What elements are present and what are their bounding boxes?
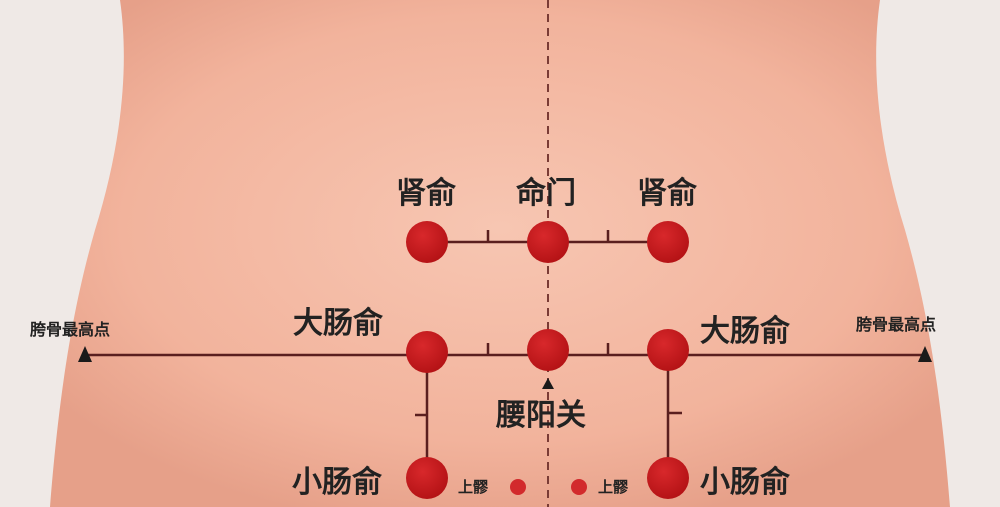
iliac-arrow-left <box>78 346 92 362</box>
label-shangliao-right: 上髎 <box>598 478 629 496</box>
label-shenshu-right: 肾俞 <box>637 176 698 211</box>
point-xiaochangshu-right <box>647 457 689 499</box>
point-xiaochangshu-left <box>406 457 448 499</box>
label-xiaochangshu-right: 小肠俞 <box>700 465 791 500</box>
label-xiaochangshu-left: 小肠俞 <box>292 465 383 500</box>
yaoyangguan-pointer <box>542 378 554 389</box>
point-shenshu-right <box>647 221 689 263</box>
point-mingmen <box>527 221 569 263</box>
label-iliac-crest-left: 胯骨最高点 <box>30 320 110 339</box>
point-shangliao-left <box>510 479 526 495</box>
label-dachangshu-right: 大肠俞 <box>700 314 791 349</box>
point-yaoyangguan <box>527 329 569 371</box>
label-dachangshu-left: 大肠俞 <box>293 306 384 341</box>
point-dachangshu-left <box>406 331 448 373</box>
point-shenshu-left <box>406 221 448 263</box>
label-iliac-crest-right: 胯骨最高点 <box>856 315 936 334</box>
label-shangliao-left: 上髎 <box>458 478 489 496</box>
iliac-arrow-right <box>918 346 932 362</box>
point-dachangshu-right <box>647 329 689 371</box>
torso-shape <box>50 0 950 507</box>
label-mingmen: 命门 <box>516 176 576 211</box>
label-yaoyangguan: 腰阳关 <box>496 398 586 433</box>
label-shenshu-left: 肾俞 <box>396 176 457 211</box>
point-shangliao-right <box>571 479 587 495</box>
